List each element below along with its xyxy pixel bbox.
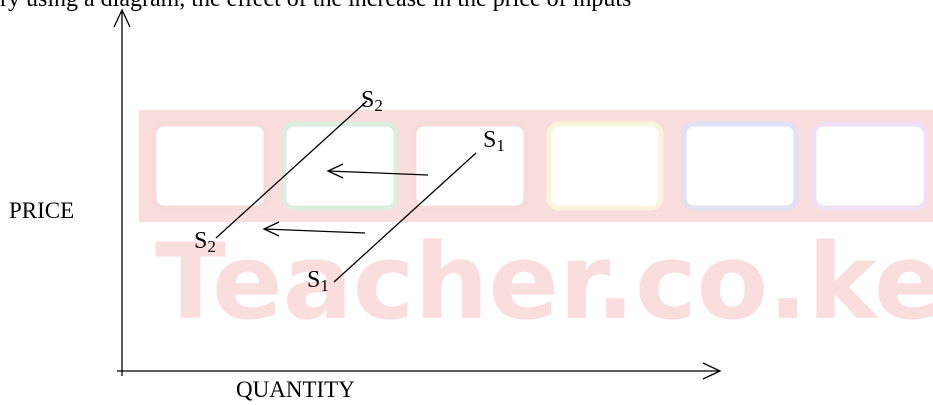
label-s1-upper: S1 [483, 127, 505, 155]
shift-arrow-upper-shaft [327, 170, 429, 176]
shift-arrow-lower-head [262, 221, 280, 237]
x-axis-label: QUANTITY [236, 377, 355, 402]
supply-curve-s1 [333, 152, 477, 283]
x-axis-arrowhead [702, 362, 722, 380]
label-s1-lower: S1 [307, 267, 329, 295]
y-axis-arrowhead [113, 8, 131, 28]
heading-text: ry using a diagram, the effect of the in… [0, 0, 933, 16]
y-axis-label: PRICE [9, 198, 75, 223]
svg-text:Teacher.co.ke: Teacher.co.ke [155, 221, 933, 343]
shift-arrow-lower-shaft [263, 228, 366, 234]
label-s2-upper: S2 [361, 87, 383, 115]
supply-curve-s2 [215, 100, 368, 239]
label-s2-lower: S2 [194, 228, 216, 256]
shift-arrow-upper-head [326, 163, 344, 179]
